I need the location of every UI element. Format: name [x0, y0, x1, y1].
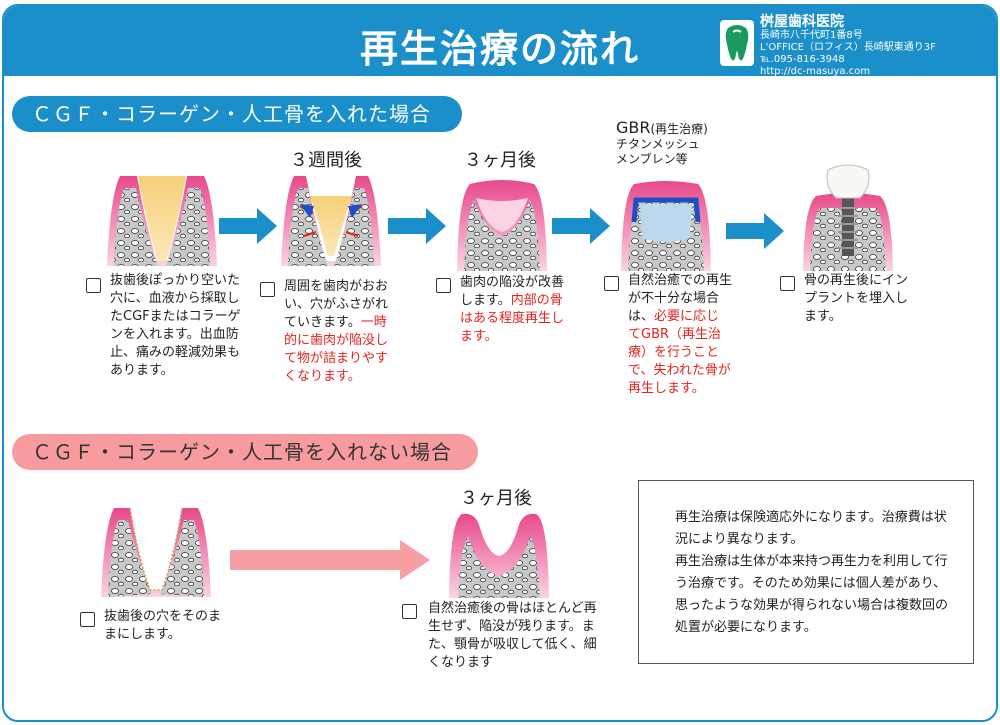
step5-text: 骨の再生後にインプラントを埋入します。: [804, 273, 909, 324]
clinic-info: 桝屋歯科医院 長崎市八千代町1番8号 L'OFFICE（ロフィス）長崎駅東通り3…: [720, 14, 990, 78]
clinic-text: 桝屋歯科医院 長崎市八千代町1番8号 L'OFFICE（ロフィス）長崎駅東通り3…: [760, 14, 936, 78]
step3-text: 歯肉の陥没が改善します。内部の骨はある程度再生します。: [460, 274, 570, 346]
label-3months-without: ３ヶ月後: [460, 488, 532, 509]
clinic-address2: L'OFFICE（ロフィス）長崎駅東通り3F: [760, 42, 936, 53]
arrow-right-icon: [388, 208, 446, 244]
page-title: 再生治療の流れ: [359, 27, 640, 71]
empty-socket-illustration: [101, 507, 211, 597]
clinic-name: 桝屋歯科医院: [760, 14, 844, 30]
gum-healed-illustration: [457, 180, 547, 271]
section-without-heading: ＣＧＦ・コラーゲン・人工骨を入れない場合: [12, 434, 478, 470]
step2-text: 周囲を歯肉がおおい、穴がふさがれていきます。一時的に歯肉が陥没して物が詰まりやす…: [284, 278, 394, 386]
step2-text-b: 一時的に歯肉が陥没して物が詰まりやすくなります。: [284, 315, 389, 384]
step1-text: 抜歯後ぽっかり空いた穴に、血液から採取したCGFまたはコラーゲンを入れます。出血…: [110, 273, 241, 378]
gbr-mesh-illustration: [621, 181, 711, 271]
notice-box: 再生治療は保険適応外になります。治療費は状況により異なります。 再生治療は生体が…: [638, 480, 974, 664]
tooth-logo-icon: [720, 20, 754, 66]
notice-line1: 再生治療は保険適応外になります。治療費は状況により異なります。: [675, 510, 947, 547]
arrow-right-pink-icon: [230, 540, 430, 580]
step4-text: 自然治癒での再生が不十分な場合は、必要に応じてGBR（再生治療）を行うことで、失…: [628, 272, 732, 398]
step5-checkbox[interactable]: [780, 276, 795, 291]
implant-illustration: [803, 164, 893, 271]
section-with-heading: ＣＧＦ・コラーゲン・人工骨を入れた場合: [12, 96, 462, 132]
clinic-tel: ℡.095-816-3948: [760, 54, 845, 65]
gbr-line2: チタンメッシュ: [616, 137, 700, 151]
socket-covering-illustration: [281, 176, 381, 266]
label-3months: ３ヶ月後: [464, 150, 536, 171]
step3-text-b: 内部の骨はある程度再生します。: [460, 293, 565, 344]
step3-text-a: 歯肉の陥没が改善します。: [460, 275, 565, 308]
gbr-label: GBR(再生治療) チタンメッシュ メンブレン等: [616, 120, 708, 167]
step3-checkbox[interactable]: [436, 278, 451, 293]
arrow-right-icon: [552, 208, 610, 244]
step1-checkbox[interactable]: [86, 278, 101, 293]
page-frame: 再生治療の流れ 桝屋歯科医院 長崎市八千代町1番8号 L'OFFICE（ロフィス…: [2, 4, 998, 722]
page-header: 再生治療の流れ 桝屋歯科医院 長崎市八千代町1番8号 L'OFFICE（ロフィス…: [4, 6, 996, 78]
step2-checkbox[interactable]: [260, 282, 275, 297]
without-step2-text: 自然治癒後の骨はほとんど再生せず、陥没が残ります。また、顎骨が吸収して低く、細く…: [428, 601, 597, 670]
without-step1-text: 抜歯後の穴をそのままにします。: [104, 609, 222, 642]
collapsed-bone-illustration: [449, 513, 549, 598]
gbr-line3: メンブレン等: [616, 152, 688, 166]
without-step1-checkbox[interactable]: [80, 612, 95, 627]
notice-line2: 再生治療は生体が本来持つ再生力を利用して行う治療です。そのため効果には個人差があ…: [675, 554, 949, 635]
clinic-address1: 長崎市八千代町1番8号: [760, 30, 863, 41]
step4-text-b: 必要に応じてGBR（再生治療）を行うことで、失われた骨が再生します。: [628, 309, 731, 396]
step4-checkbox[interactable]: [604, 276, 619, 291]
arrow-right-icon: [726, 213, 784, 249]
socket-filled-illustration: [107, 176, 217, 266]
gbr-paren: (再生治療): [650, 122, 708, 136]
step4-text-a: 自然治癒での再生が不十分な場合は、: [628, 273, 733, 324]
step2-text-a: 周囲を歯肉がおおい、穴がふさがれていきます。: [284, 279, 389, 330]
arrow-right-icon: [219, 208, 277, 244]
gbr-title: GBR: [616, 118, 651, 137]
label-3weeks: ３週間後: [290, 150, 362, 171]
clinic-url[interactable]: http://dc-masuya.com: [760, 66, 871, 77]
without-step2-checkbox[interactable]: [402, 604, 417, 619]
